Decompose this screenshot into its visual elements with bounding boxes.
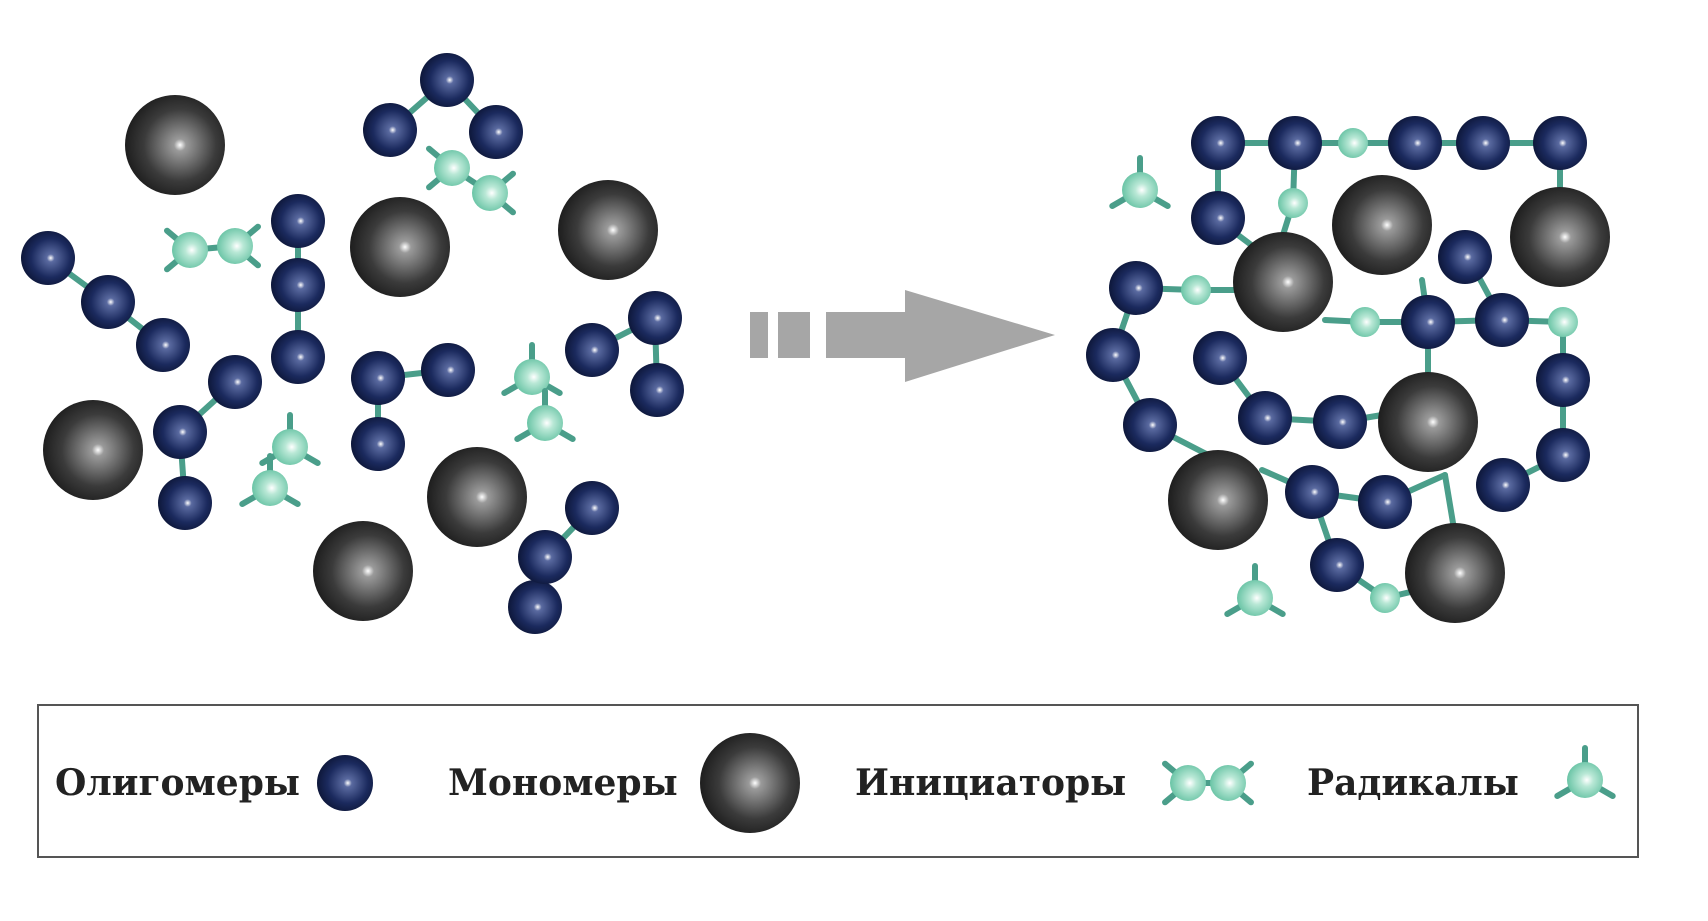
oligomer-sphere: [508, 580, 562, 634]
initiator-sphere: [1548, 307, 1578, 337]
oligomer-sphere: [1285, 465, 1339, 519]
monomer-sphere: [1378, 372, 1478, 472]
monomer-sphere: [558, 180, 658, 280]
legend-initiators-label: Инициаторы: [855, 762, 1126, 804]
monomer-sphere: [350, 197, 450, 297]
legend-monomers-label: Мономеры: [448, 762, 678, 804]
oligomer-sphere: [1191, 191, 1245, 245]
initiator-sphere: [272, 429, 308, 465]
oligomer-sphere: [1533, 116, 1587, 170]
oligomer-sphere: [1401, 295, 1455, 349]
oligomer-sphere: [1476, 458, 1530, 512]
oligomer-sphere: [1536, 428, 1590, 482]
oligomer-sphere: [351, 417, 405, 471]
dashed-right-arrow-icon: [750, 290, 1055, 382]
monomer-sphere: [1168, 450, 1268, 550]
oligomer-sphere: [518, 530, 572, 584]
oligomer-sphere: [136, 318, 190, 372]
initiator-sphere: [252, 470, 288, 506]
legend-box: Олигомеры Мономеры Инициаторы Радикалы: [37, 704, 1639, 858]
oligomer-sphere: [1438, 230, 1492, 284]
initiator-sphere: [1210, 765, 1246, 801]
monomer-sphere: [1332, 175, 1432, 275]
oligomer-sphere: [1456, 116, 1510, 170]
oligomer-sphere: [21, 231, 75, 285]
initiator-sphere: [472, 175, 508, 211]
monomer-sphere: [43, 400, 143, 500]
oligomer-sphere: [81, 275, 135, 329]
oligomer-sphere: [565, 481, 619, 535]
monomer-sphere: [427, 447, 527, 547]
oligomer-sphere: [271, 194, 325, 248]
initiator-sphere: [1237, 580, 1273, 616]
oligomer-sphere: [1358, 475, 1412, 529]
oligomer-sphere: [420, 53, 474, 107]
oligomer-sphere: [469, 105, 523, 159]
initiator-sphere: [434, 150, 470, 186]
initiator-sphere: [217, 228, 253, 264]
oligomer-sphere: [1109, 261, 1163, 315]
oligomer-sphere: [421, 343, 475, 397]
oligomer-sphere: [565, 323, 619, 377]
gray-sphere-icon: [700, 733, 800, 833]
monomer-sphere: [313, 521, 413, 621]
oligomer-sphere: [630, 363, 684, 417]
initiator-sphere: [527, 405, 563, 441]
monomer-sphere: [700, 733, 800, 833]
oligomer-sphere: [1238, 391, 1292, 445]
navy-sphere-icon: [317, 755, 373, 811]
oligomer-sphere: [208, 355, 262, 409]
right-cluster-polymerized: [1086, 116, 1610, 623]
monomer-sphere: [1510, 187, 1610, 287]
initiator-sphere: [1350, 307, 1380, 337]
oligomer-sphere: [317, 755, 373, 811]
monomer-sphere: [1233, 232, 1333, 332]
oligomer-sphere: [271, 330, 325, 384]
oligomer-sphere: [1191, 116, 1245, 170]
oligomer-sphere: [1310, 538, 1364, 592]
oligomer-sphere: [271, 258, 325, 312]
initiator-molecule-icon: [1162, 760, 1254, 806]
monomer-sphere: [125, 95, 225, 195]
oligomer-sphere: [1268, 116, 1322, 170]
initiator-sphere: [1170, 765, 1206, 801]
initiator-sphere: [514, 359, 550, 395]
initiator-sphere: [1122, 172, 1158, 208]
oligomer-sphere: [1313, 395, 1367, 449]
monomer-sphere: [1405, 523, 1505, 623]
initiator-sphere: [1567, 762, 1603, 798]
oligomer-sphere: [628, 291, 682, 345]
oligomer-sphere: [1086, 328, 1140, 382]
oligomer-sphere: [158, 476, 212, 530]
initiator-sphere: [1338, 128, 1368, 158]
oligomer-sphere: [1475, 293, 1529, 347]
oligomer-sphere: [1193, 331, 1247, 385]
oligomer-sphere: [363, 103, 417, 157]
initiator-sphere: [1278, 188, 1308, 218]
initiator-sphere: [172, 232, 208, 268]
radical-molecule-icon: [1554, 745, 1616, 799]
legend-radicals-label: Радикалы: [1307, 762, 1519, 804]
left-cluster-unreacted: [21, 53, 684, 634]
oligomer-sphere: [1388, 116, 1442, 170]
initiator-sphere: [1370, 583, 1400, 613]
oligomer-sphere: [1123, 398, 1177, 452]
legend-oligomers-label: Олигомеры: [55, 762, 300, 804]
oligomer-sphere: [1536, 353, 1590, 407]
oligomer-sphere: [153, 405, 207, 459]
initiator-sphere: [1181, 275, 1211, 305]
oligomer-sphere: [351, 351, 405, 405]
